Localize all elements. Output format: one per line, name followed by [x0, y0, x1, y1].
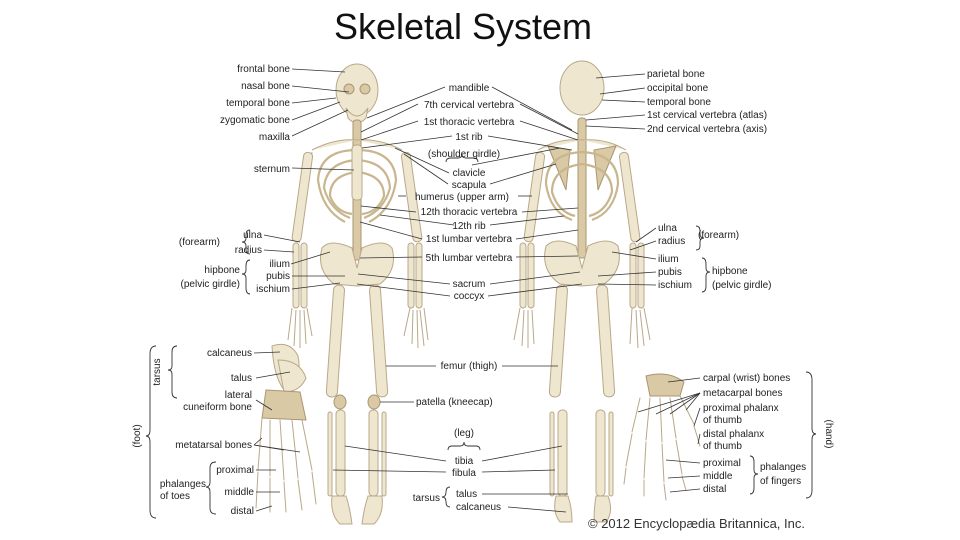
label-frontal-bone: frontal bone [237, 64, 290, 75]
label-distal-finger: distal [703, 484, 726, 495]
label-middle-finger: middle [703, 471, 733, 482]
label-distal-toe: distal [231, 506, 254, 517]
leader-lines [253, 68, 701, 513]
label-calcaneus-foot: calcaneus [207, 348, 252, 359]
label-metacarpal: metacarpal bones [703, 388, 783, 399]
label-forearm-left: (forearm) [179, 237, 220, 248]
label-phalanges-fingers-line2: of fingers [760, 476, 801, 487]
label-parietal-bone: parietal bone [647, 69, 705, 80]
label-forearm-right: (forearm) [698, 230, 739, 241]
label-zygomatic-bone: zygomatic bone [220, 115, 290, 126]
back-skeleton [513, 60, 651, 523]
label-ilium-left: ilium [269, 259, 290, 270]
label-femur: femur (thigh) [441, 361, 498, 372]
label-distal-phalanx-line2: of thumb [703, 441, 742, 452]
label-maxilla: maxilla [259, 132, 291, 143]
label-1st-lumbar-vertebra: 1st lumbar vertebra [426, 234, 513, 245]
label-proximal-toe: proximal [216, 465, 254, 476]
label-distal-phalanx-line1: distal phalanx [703, 429, 764, 440]
label-ischium-right: ischium [658, 280, 692, 291]
label-proximal-phalanx-line2: of thumb [703, 415, 742, 426]
label-tarsus-lower: tarsus [413, 493, 440, 504]
slide-title: Skeletal System [333, 6, 593, 47]
label-temporal-bone-front: temporal bone [226, 98, 290, 109]
braces [145, 153, 817, 519]
label-hipbone-right: hipbone [712, 266, 748, 277]
label-pubis-left: pubis [266, 271, 290, 282]
label-1st-thoracic-vertebra: 1st thoracic vertebra [424, 117, 515, 128]
label-pubis-right: pubis [658, 267, 682, 278]
hand-detail [623, 373, 701, 501]
labels: frontal bone nasal bone temporal bone zy… [132, 64, 834, 531]
label-ulna-right: ulna [658, 223, 677, 234]
label-tibia: tibia [455, 456, 474, 467]
label-phalanges-toes-line2: of toes [160, 491, 190, 502]
label-calcaneus-lower: calcaneus [456, 502, 501, 513]
label-shoulder-girdle: (shoulder girdle) [428, 149, 500, 160]
label-foot: (foot) [132, 424, 143, 447]
label-ilium-right: ilium [658, 254, 679, 265]
label-middle-toe: middle [225, 487, 255, 498]
label-12th-rib: 12th rib [452, 221, 486, 232]
label-carpal: carpal (wrist) bones [703, 373, 790, 384]
label-leg: (leg) [454, 428, 474, 439]
label-humerus: humerus (upper arm) [415, 192, 509, 203]
label-tarsus-foot: tarsus [152, 358, 163, 385]
label-mandible: mandible [449, 83, 490, 94]
label-pelvic-girdle-left: (pelvic girdle) [181, 279, 240, 290]
label-sacrum: sacrum [453, 279, 486, 290]
label-scapula: scapula [452, 180, 487, 191]
label-axis: 2nd cervical vertebra (axis) [647, 124, 767, 135]
label-sternum: sternum [254, 164, 290, 175]
label-phalanges-fingers-line1: phalanges [760, 462, 806, 473]
label-phalanges-toes-line1: phalanges [160, 479, 206, 490]
label-metatarsal: metatarsal bones [175, 440, 252, 451]
label-patella: patella (kneecap) [416, 397, 493, 408]
foot-detail [255, 343, 317, 513]
label-hipbone-left: hipbone [204, 265, 240, 276]
label-clavicle: clavicle [453, 168, 486, 179]
label-hand: (hand) [823, 420, 834, 449]
label-ulna-left: ulna [243, 230, 262, 241]
label-coccyx: coccyx [454, 291, 485, 302]
copyright-notice: © 2012 Encyclopædia Britannica, Inc. [588, 516, 805, 531]
label-7th-cervical-vertebra: 7th cervical vertebra [424, 100, 514, 111]
label-1st-rib: 1st rib [455, 132, 483, 143]
label-temporal-bone-back: temporal bone [647, 97, 711, 108]
label-proximal-phalanx-line1: proximal phalanx [703, 403, 779, 414]
label-pelvic-girdle-right: (pelvic girdle) [712, 280, 771, 291]
label-occipital-bone: occipital bone [647, 83, 709, 94]
label-5th-lumbar-vertebra: 5th lumbar vertebra [426, 253, 513, 264]
label-talus-foot: talus [231, 373, 252, 384]
label-radius-right: radius [658, 236, 685, 247]
label-cuneiform: cuneiform bone [183, 402, 252, 413]
label-12th-thoracic-vertebra: 12th thoracic vertebra [421, 207, 518, 218]
label-atlas: 1st cervical vertebra (atlas) [647, 110, 767, 121]
front-skeleton [287, 63, 429, 525]
label-ischium-left: ischium [256, 284, 290, 295]
label-fibula: fibula [452, 468, 476, 479]
label-lateral: lateral [225, 390, 252, 401]
label-nasal-bone: nasal bone [241, 81, 290, 92]
label-talus-lower: talus [456, 489, 477, 500]
label-proximal-finger: proximal [703, 458, 741, 469]
label-radius-left: radius [235, 245, 262, 256]
